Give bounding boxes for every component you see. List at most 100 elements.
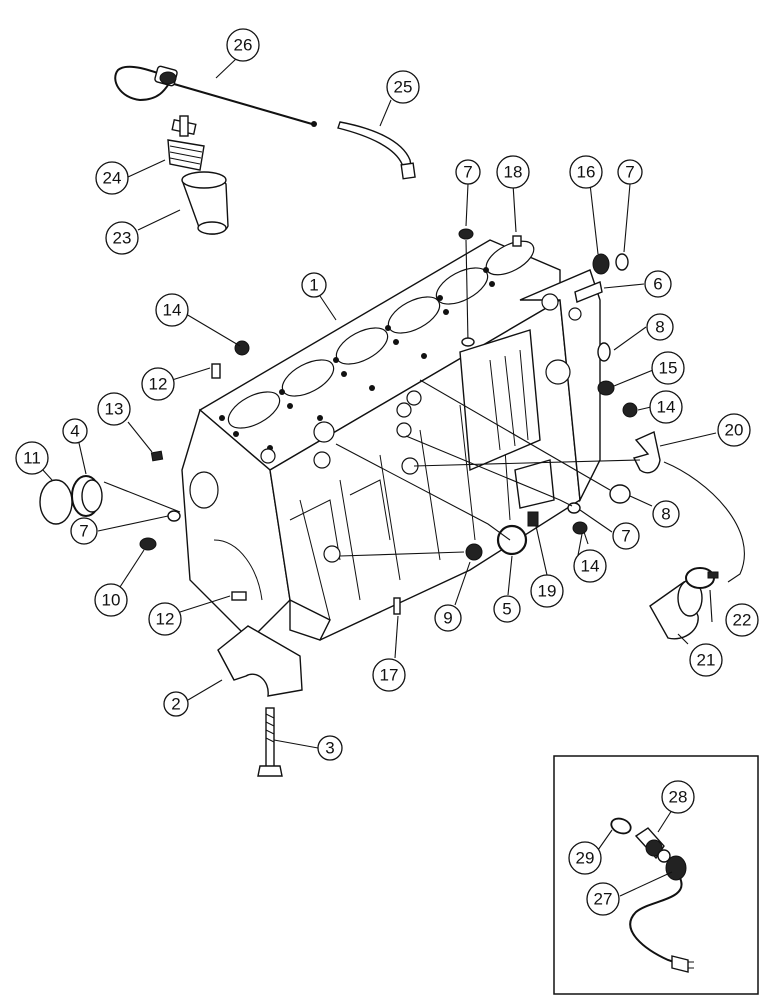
main-bearing-cap bbox=[217, 625, 303, 697]
svg-text:14: 14 bbox=[163, 301, 182, 320]
main-bearing-cap-bolt bbox=[257, 707, 283, 777]
callout-10: 10 bbox=[94, 583, 128, 617]
svg-text:15: 15 bbox=[659, 359, 678, 378]
callout-22: 22 bbox=[725, 603, 759, 637]
svg-text:25: 25 bbox=[394, 78, 413, 97]
svg-text:18: 18 bbox=[504, 163, 523, 182]
dowel-pin-top bbox=[211, 363, 221, 379]
callout-3: 3 bbox=[317, 735, 343, 761]
svg-text:28: 28 bbox=[669, 788, 688, 807]
callout-7-top: 7 bbox=[455, 159, 481, 185]
callout-2: 2 bbox=[163, 691, 189, 717]
callout-18: 18 bbox=[496, 155, 530, 189]
hose-routing-line bbox=[663, 461, 745, 583]
plug-16 bbox=[592, 253, 610, 275]
callout-14-right: 14 bbox=[649, 390, 683, 424]
dipstick-tube bbox=[337, 121, 416, 180]
svg-text:12: 12 bbox=[156, 610, 175, 629]
callout-12-lower: 12 bbox=[148, 602, 182, 636]
dowel-17 bbox=[393, 597, 401, 615]
svg-text:24: 24 bbox=[103, 169, 122, 188]
callout-1: 1 bbox=[301, 272, 327, 298]
water-elbow bbox=[632, 431, 661, 474]
expansion-plug-10 bbox=[139, 537, 157, 551]
svg-text:7: 7 bbox=[621, 527, 630, 546]
fitting-13 bbox=[150, 450, 164, 462]
hose-clamp bbox=[685, 567, 719, 589]
plug-9 bbox=[465, 543, 483, 561]
svg-text:7: 7 bbox=[79, 522, 88, 541]
svg-text:10: 10 bbox=[102, 591, 121, 610]
tube-6 bbox=[574, 281, 603, 303]
callout-21: 21 bbox=[689, 643, 723, 677]
callout-15: 15 bbox=[651, 351, 685, 385]
oil-filler-cap bbox=[181, 171, 229, 235]
svg-text:11: 11 bbox=[23, 449, 41, 468]
svg-text:27: 27 bbox=[594, 890, 613, 909]
callout-20: 20 bbox=[717, 413, 751, 447]
callout-29: 29 bbox=[568, 841, 602, 875]
callout-25: 25 bbox=[386, 70, 420, 104]
callout-24: 24 bbox=[95, 161, 129, 195]
svg-text:19: 19 bbox=[538, 582, 557, 601]
callout-19: 19 bbox=[530, 574, 564, 608]
callout-23: 23 bbox=[105, 221, 139, 255]
svg-text:3: 3 bbox=[325, 739, 334, 758]
callout-28: 28 bbox=[661, 780, 695, 814]
callout-9: 9 bbox=[434, 604, 462, 632]
plug-8-upper bbox=[597, 342, 611, 362]
svg-text:8: 8 bbox=[655, 318, 664, 337]
plug-7-upper-right bbox=[615, 253, 629, 271]
leader-lines bbox=[41, 57, 717, 897]
callout-12-top: 12 bbox=[141, 367, 175, 401]
plug-8-lower bbox=[609, 484, 631, 504]
svg-text:7: 7 bbox=[625, 163, 634, 182]
callout-7-left: 7 bbox=[70, 517, 98, 545]
cylinder-block bbox=[181, 239, 601, 641]
callout-8-lower: 8 bbox=[652, 500, 680, 528]
water-hose bbox=[649, 579, 703, 640]
plug-7-left bbox=[167, 510, 181, 522]
dowel-18 bbox=[512, 235, 522, 247]
plug-14-right bbox=[622, 402, 638, 418]
callout-7-upper-right: 7 bbox=[617, 159, 643, 185]
fitting-19 bbox=[527, 511, 539, 527]
callout-5: 5 bbox=[493, 595, 521, 623]
svg-text:26: 26 bbox=[234, 36, 253, 55]
callout-11: 11 bbox=[15, 441, 49, 475]
plug-15 bbox=[597, 380, 615, 396]
svg-text:23: 23 bbox=[113, 229, 132, 248]
svg-text:4: 4 bbox=[70, 422, 79, 441]
seal-ring-5 bbox=[496, 524, 528, 556]
callout-17: 17 bbox=[372, 658, 406, 692]
svg-text:14: 14 bbox=[581, 557, 600, 576]
svg-text:20: 20 bbox=[725, 421, 744, 440]
plug-14-lower bbox=[572, 521, 588, 535]
plug-7-top bbox=[458, 228, 475, 347]
callout-13: 13 bbox=[97, 392, 131, 426]
svg-text:1: 1 bbox=[309, 276, 318, 295]
svg-text:6: 6 bbox=[653, 275, 662, 294]
svg-text:13: 13 bbox=[105, 400, 124, 419]
callout-7-lower-right: 7 bbox=[612, 522, 640, 550]
svg-text:21: 21 bbox=[697, 651, 716, 670]
dipstick bbox=[114, 65, 317, 127]
callout-16: 16 bbox=[569, 155, 603, 189]
breather-fitting bbox=[167, 115, 205, 171]
sensor-inset bbox=[553, 755, 759, 995]
svg-text:16: 16 bbox=[577, 163, 596, 182]
callout-4: 4 bbox=[62, 418, 88, 444]
svg-text:12: 12 bbox=[149, 375, 168, 394]
callout-8-upper: 8 bbox=[646, 313, 674, 341]
plug-14-top bbox=[234, 340, 250, 356]
callout-27: 27 bbox=[586, 882, 620, 916]
svg-text:8: 8 bbox=[661, 505, 670, 524]
svg-text:17: 17 bbox=[380, 666, 399, 685]
svg-text:29: 29 bbox=[576, 849, 595, 868]
callout-26: 26 bbox=[226, 28, 260, 62]
rear-seal bbox=[71, 475, 103, 517]
svg-text:9: 9 bbox=[443, 609, 452, 628]
callout-6: 6 bbox=[644, 270, 672, 298]
dowel-pin-lower bbox=[231, 591, 247, 601]
